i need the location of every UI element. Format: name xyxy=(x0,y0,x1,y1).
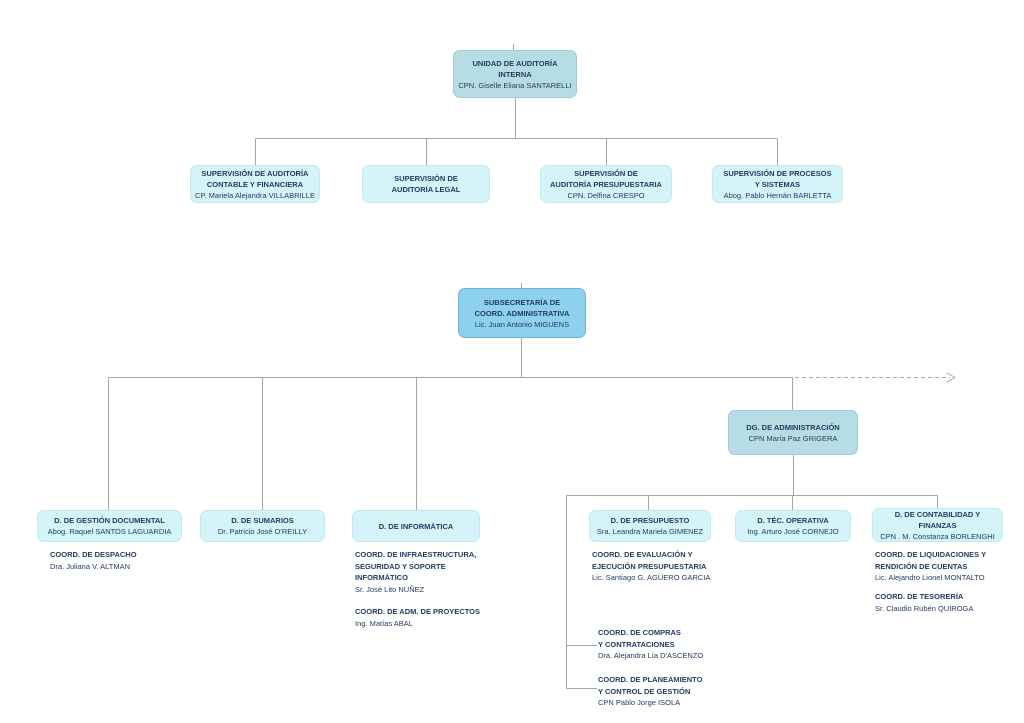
node-title: D. DE GESTIÓN DOCUMENTAL xyxy=(54,516,165,525)
text-coord-compras-contrataciones: COORD. DE COMPRAS Y CONTRATACIONES Dra. … xyxy=(598,627,758,662)
node-d-gestion-documental: D. DE GESTIÓN DOCUMENTAL Abog. Raquel SA… xyxy=(37,510,182,542)
text-coord-despacho: COORD. DE DESPACHO Dra. Juliana V. ALTMA… xyxy=(50,549,190,572)
text-coord-evaluacion-presupuestaria: COORD. DE EVALUACIÓN Y EJECUCIÓN PRESUPU… xyxy=(592,549,752,584)
text-coord-tesoreria: COORD. DE TESORERÍA Sr. Claudio Rubén QU… xyxy=(875,591,1024,614)
node-person: CPN. Delfina CRESPO xyxy=(567,190,645,200)
node-title: D. DE PRESUPUESTO xyxy=(610,516,690,525)
node-dg-administracion: DG. DE ADMINISTRACIÓN CPN María Paz GRIG… xyxy=(728,410,858,455)
coord-title: COORD. DE TESORERÍA xyxy=(875,592,964,601)
coord-person: Lic. Santiago G. AGÜERO GARCIA xyxy=(592,573,711,582)
connector-unidad-to-supervisions xyxy=(255,98,778,165)
node-title: SUPERVISIÓN DE AUDITORÍA PRESUPUESTARIA xyxy=(550,168,662,189)
coord-title: COORD. DE COMPRAS Y CONTRATACIONES xyxy=(598,628,681,649)
node-title: SUPERVISIÓN DE AUDITORÍA CONTABLE Y FINA… xyxy=(201,168,309,189)
text-coord-adm-proyectos: COORD. DE ADM. DE PROYECTOS Ing. Matías … xyxy=(355,606,525,629)
node-supervision-procesos-sistemas: SUPERVISIÓN DE PROCESOS Y SISTEMAS Abog.… xyxy=(712,165,843,203)
coord-title: COORD. DE PLANEAMIENTO Y CONTROL DE GEST… xyxy=(598,675,703,696)
node-person: CPN María Paz GRIGERA xyxy=(748,433,838,443)
node-title: D. TÉC. OPERATIVA xyxy=(757,516,829,525)
node-person: CPN . M. Constanza BORLENGHI xyxy=(880,531,995,541)
node-d-tec-operativa: D. TÉC. OPERATIVA Ing. Arturo José CORNE… xyxy=(735,510,851,542)
node-d-sumarios: D. DE SUMARIOS Dr. Patricio José O'REILL… xyxy=(200,510,325,542)
node-person: Abog. Pablo Hernán BARLETTA xyxy=(723,190,832,200)
text-coord-infraestructura: COORD. DE INFRAESTRUCTURA, SEGURIDAD Y S… xyxy=(355,549,495,595)
node-person: CP. Mariela Alejandra VILLABRILLE xyxy=(195,190,315,200)
coord-title: COORD. DE EVALUACIÓN Y EJECUCIÓN PRESUPU… xyxy=(592,550,707,571)
node-title: D. DE SUMARIOS xyxy=(231,516,294,525)
coord-title: COORD. DE INFRAESTRUCTURA, SEGURIDAD Y S… xyxy=(355,550,477,582)
node-subsecretaria-coord-administrativa: SUBSECRETARÍA DE COORD. ADMINISTRATIVA L… xyxy=(458,288,586,338)
coord-person: Dra. Juliana V. ALTMAN xyxy=(50,561,131,571)
node-person: Ing. Arturo José CORNEJO xyxy=(747,527,839,536)
node-title: D. DE INFORMÁTICA xyxy=(378,521,454,531)
node-title: SUPERVISIÓN DE PROCESOS Y SISTEMAS xyxy=(723,168,832,189)
coord-person: Dra. Alejandra Lía D'ASCENZO xyxy=(598,651,704,660)
coord-title: COORD. DE DESPACHO xyxy=(50,550,137,559)
connector-subsecretaria-to-children xyxy=(108,338,793,510)
node-supervision-auditoria-presupuestaria: SUPERVISIÓN DE AUDITORÍA PRESUPUESTARIA … xyxy=(540,165,672,203)
node-person: Abog. Raquel SANTOS LAGUARDIA xyxy=(47,527,172,536)
node-d-informatica: D. DE INFORMÁTICA xyxy=(352,510,480,542)
text-coord-planeamiento-control: COORD. DE PLANEAMIENTO Y CONTROL DE GEST… xyxy=(598,674,758,709)
node-title: DG. DE ADMINISTRACIÓN xyxy=(746,422,840,432)
coord-person: CPN Pablo Jorge ISOLA xyxy=(598,698,681,707)
text-coord-liquidaciones-rendicion: COORD. DE LIQUIDACIONES Y RENDICIÓN DE C… xyxy=(875,549,1024,584)
coord-person: Ing. Matías ABAL xyxy=(355,618,413,628)
coord-person: Sr. José Lito NUÑEZ xyxy=(355,584,425,594)
connector-dg-to-children xyxy=(566,455,938,689)
node-d-contabilidad-finanzas: D. DE CONTABILIDAD Y FINANZAS CPN . M. C… xyxy=(872,508,1003,542)
arrowhead-icon xyxy=(946,372,956,383)
node-supervision-auditoria-contable-financiera: SUPERVISIÓN DE AUDITORÍA CONTABLE Y FINA… xyxy=(190,165,320,203)
node-person: Sra. Leandra Mariela GIMENEZ xyxy=(596,527,704,536)
node-person: Dr. Patricio José O'REILLY xyxy=(217,527,308,536)
coord-person: Lic. Alejandro Lionel MONTALTO xyxy=(875,573,985,582)
coord-person: Sr. Claudio Rubén QUIROGA xyxy=(875,603,974,613)
node-person: Lic. Juan Antonio MIGUENS xyxy=(474,319,570,329)
node-supervision-auditoria-legal: SUPERVISIÓN DE AUDITORÍA LEGAL xyxy=(362,165,490,203)
node-title: SUBSECRETARÍA DE COORD. ADMINISTRATIVA xyxy=(474,297,570,318)
node-title: SUPERVISIÓN DE AUDITORÍA LEGAL xyxy=(391,174,461,194)
node-d-presupuesto: D. DE PRESUPUESTO Sra. Leandra Mariela G… xyxy=(589,510,711,542)
coord-title: COORD. DE ADM. DE PROYECTOS xyxy=(355,607,481,616)
node-unidad-auditoria-interna: UNIDAD DE AUDITORÍA INTERNA CPN. Giselle… xyxy=(453,50,577,98)
node-person: CPN. Giselle Eliana SANTARELLI xyxy=(458,80,572,90)
node-title: UNIDAD DE AUDITORÍA INTERNA xyxy=(472,58,558,79)
node-title: D. DE CONTABILIDAD Y FINANZAS xyxy=(894,509,981,530)
coord-title: COORD. DE LIQUIDACIONES Y RENDICIÓN DE C… xyxy=(875,550,987,571)
